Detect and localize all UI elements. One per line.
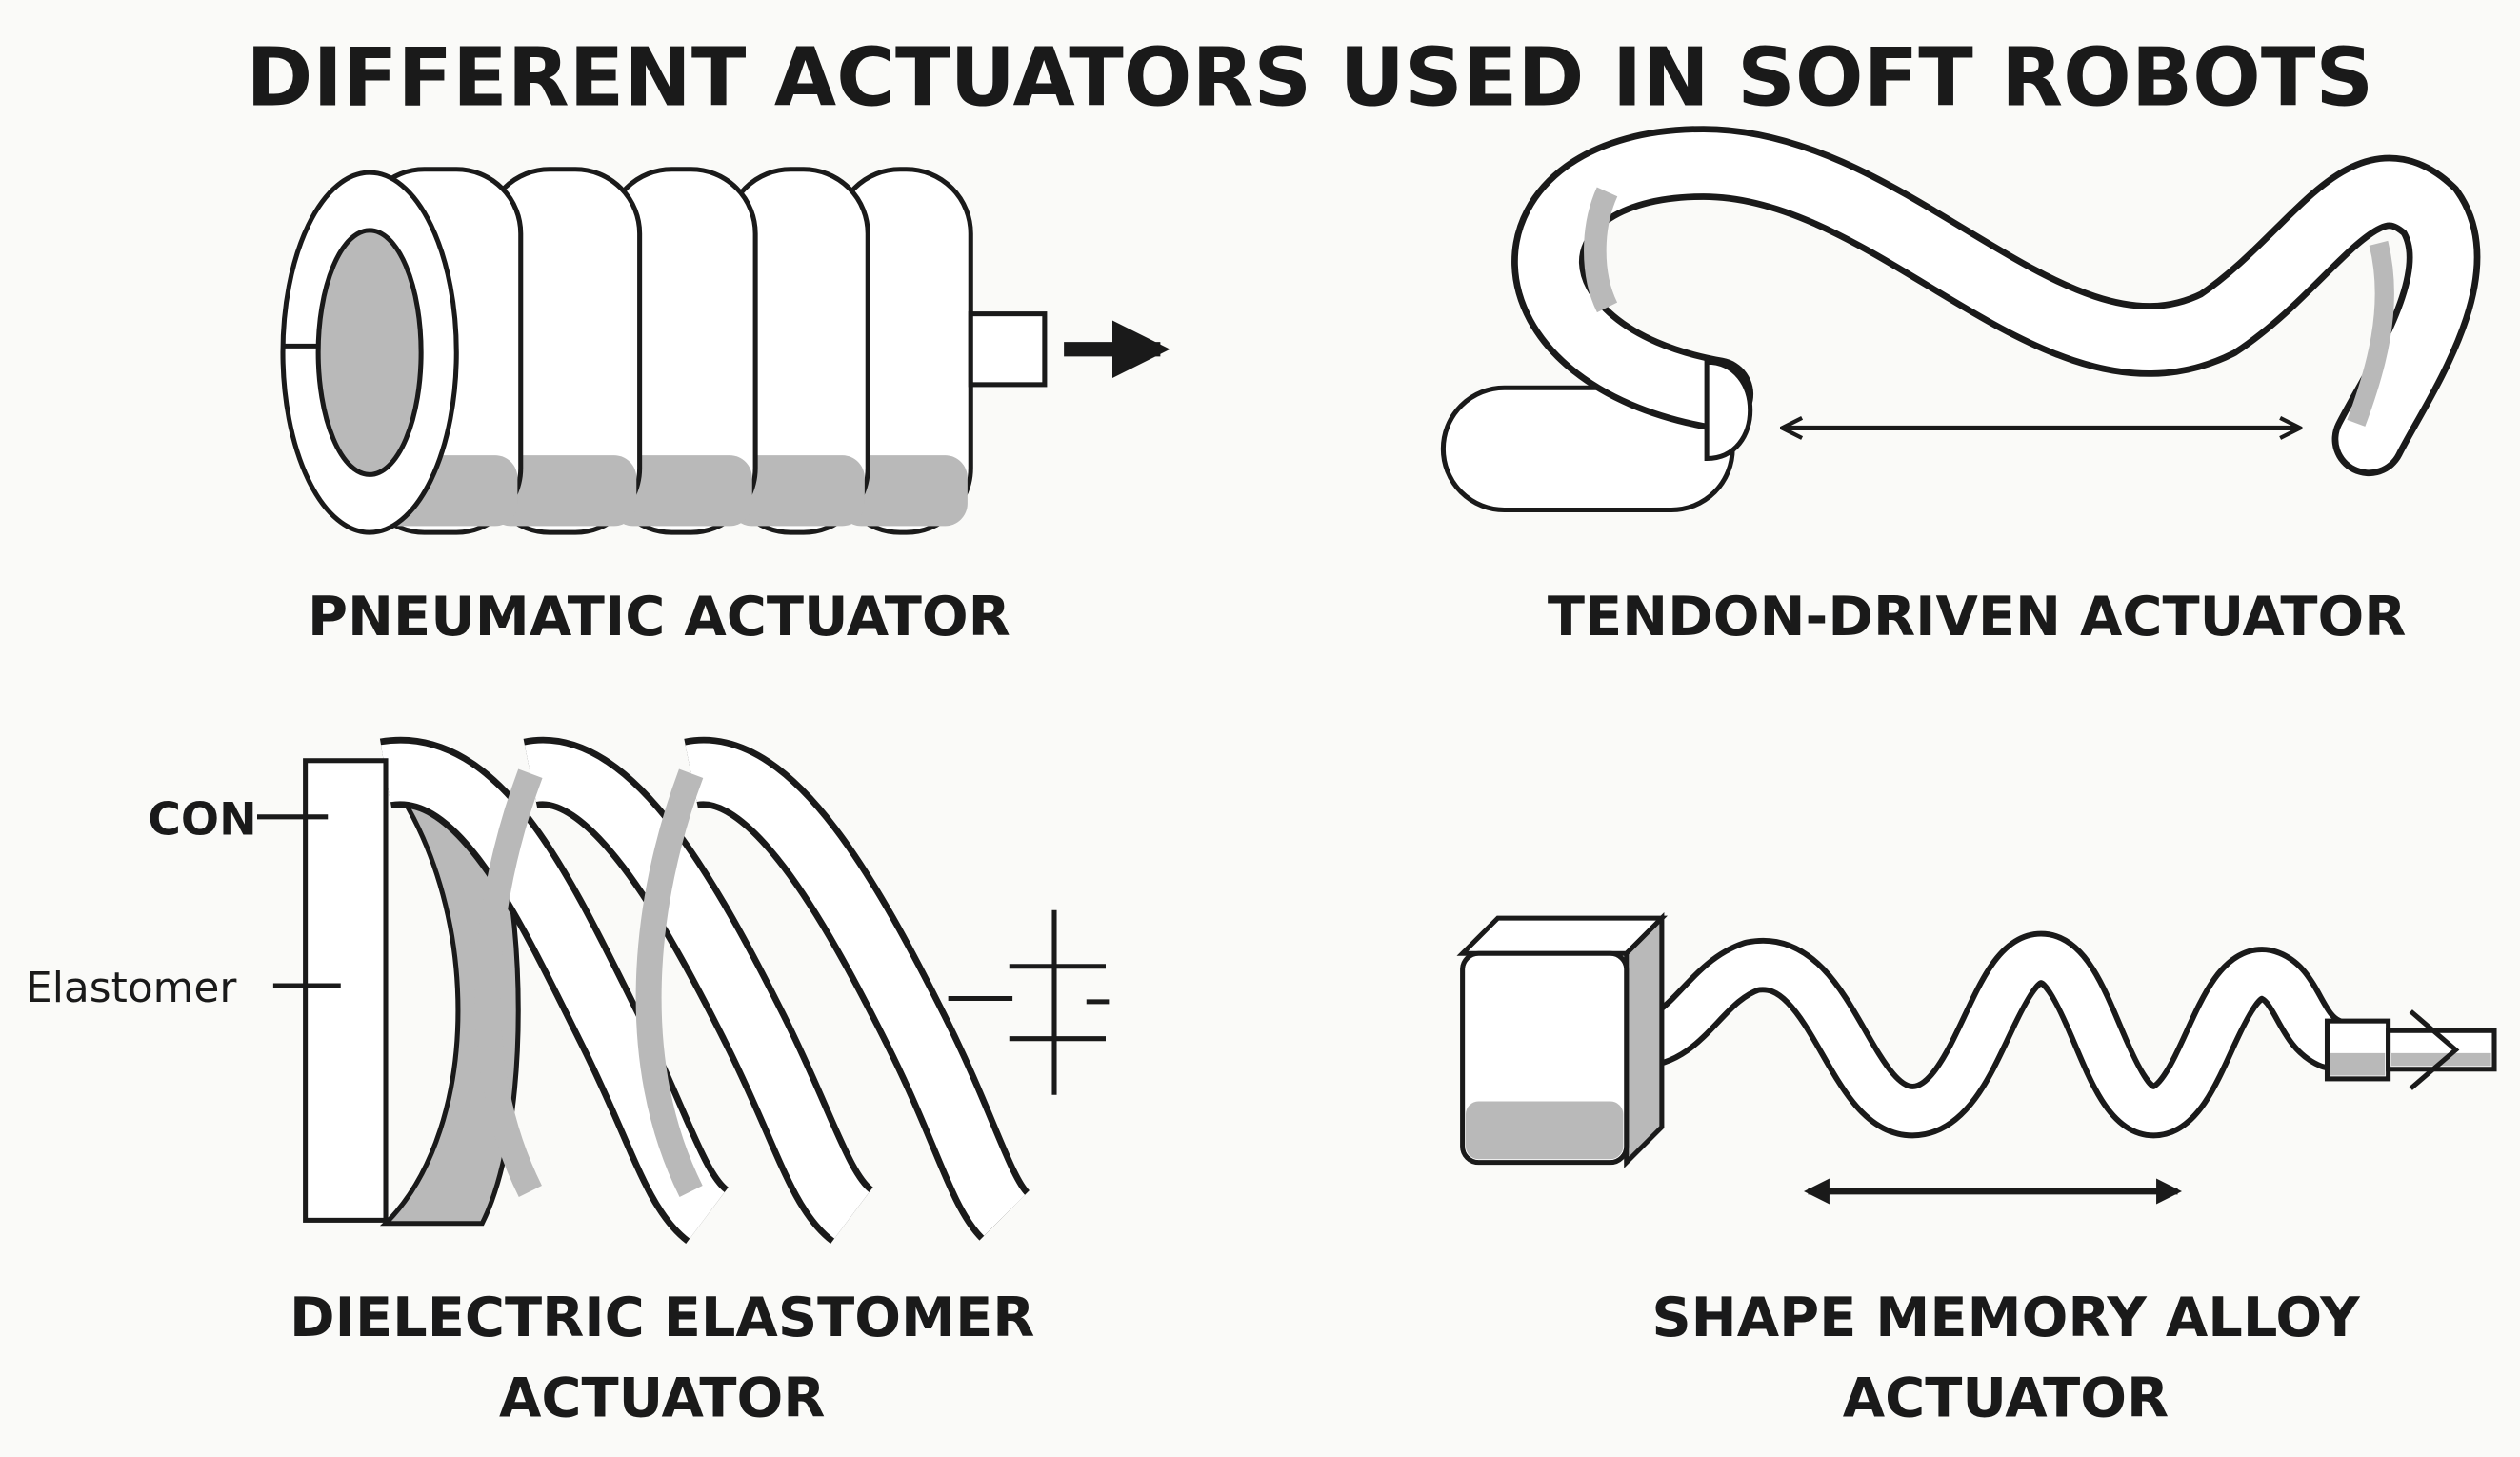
pneumatic-front-ring [280, 170, 459, 535]
sma-actuator-label-line2: ACTUATOR [1843, 1366, 2169, 1429]
tendon-anchor-cap [1704, 359, 1753, 462]
dielectric-end-plate [303, 758, 389, 1223]
pneumatic-segment [483, 167, 643, 535]
page-title: DIFFERENT ACTUATORS USED IN SOFT ROBOTS [246, 30, 2373, 124]
dielectric-actuator-illustration [257, 736, 1110, 1244]
sma-actuator-illustration [1456, 912, 2497, 1205]
sma-actuator-label-line1: SHAPE MEMORY ALLOY [1651, 1286, 2361, 1349]
callout-elastomer-label: Elastomer [26, 964, 237, 1012]
sma-housing-block [1456, 912, 1668, 1168]
callout-con-label: CON [148, 793, 256, 846]
pneumatic-actuator-illustration [280, 167, 1170, 535]
pneumatic-segment [724, 167, 870, 535]
dielectric-actuator-label-line2: ACTUATOR [499, 1366, 825, 1429]
tendon-actuator-illustration [1440, 126, 2481, 513]
pneumatic-actuator-label: PNEUMATIC ACTUATOR [308, 585, 1010, 649]
dielectric-actuator-label-line1: DIELECTRIC ELASTOMER [290, 1286, 1034, 1349]
tendon-actuator-label: TENDON-DRIVEN ACTUATOR [1548, 585, 2407, 649]
pneumatic-outlet-nozzle [968, 311, 1048, 388]
helix-ribbon-shade [474, 768, 704, 1198]
battery-symbol [948, 909, 1110, 1095]
